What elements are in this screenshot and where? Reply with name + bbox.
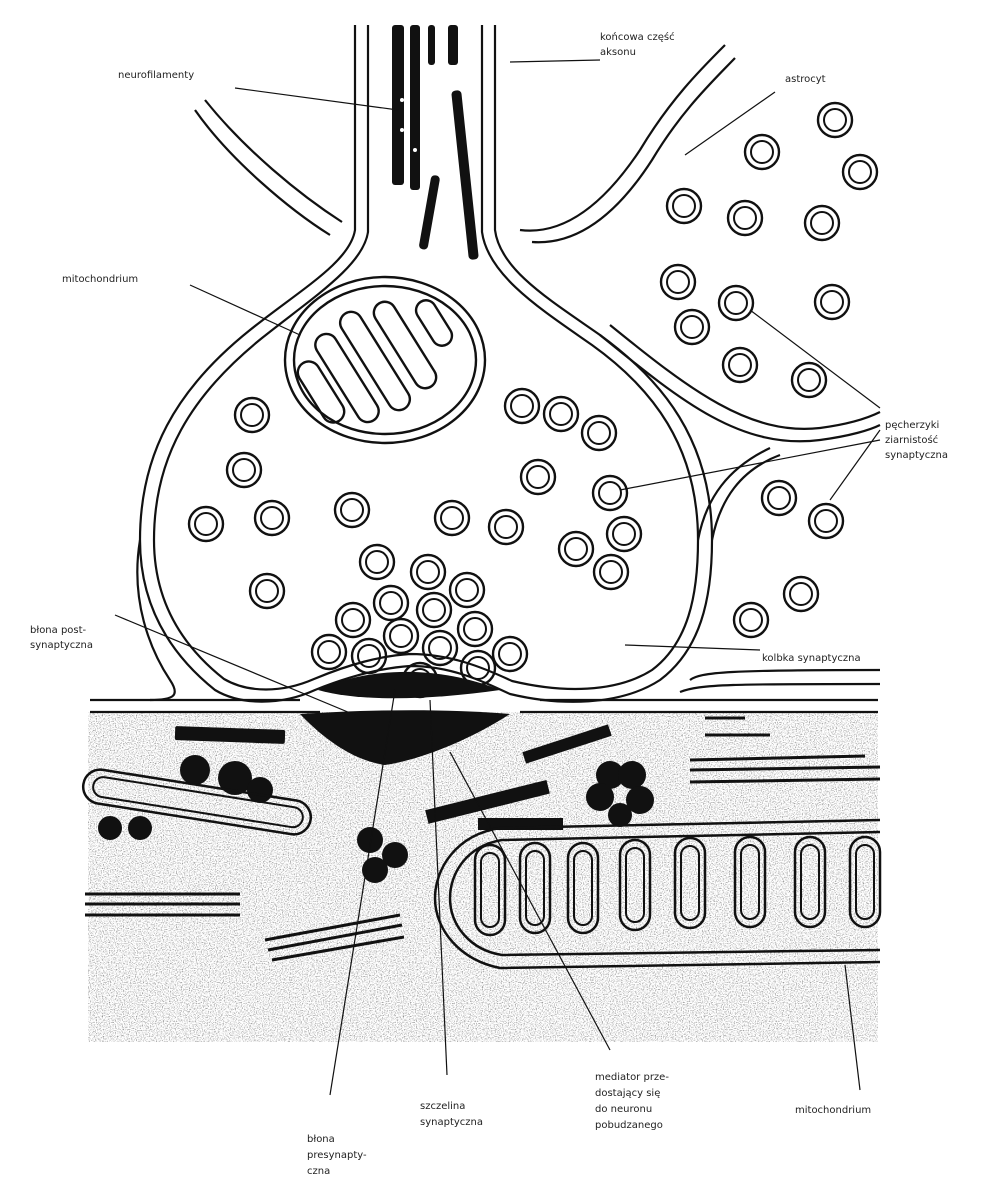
- label-mediator: mediator prze- dostający się do neuronu …: [595, 1072, 672, 1131]
- vesicle-lumen: [849, 161, 871, 183]
- label-astrocyte: astrocyt: [785, 74, 826, 85]
- mitochondrion-terminal: [285, 277, 485, 443]
- vesicle-lumen: [565, 538, 587, 560]
- label-mitochondrion-top: mitochondrium: [62, 274, 138, 285]
- vesicle-lumen: [729, 354, 751, 376]
- label-presynaptic-membrane: błona presynapty- czna: [307, 1134, 370, 1177]
- label-vesicles: pęcherzyki ziarnistość synaptyczna: [885, 420, 948, 461]
- vesicle-lumen: [417, 561, 439, 583]
- neurofilaments: [392, 25, 479, 260]
- vesicle-lumen: [366, 551, 388, 573]
- vesicle-lumen: [390, 625, 412, 647]
- vesicle-lumen: [527, 466, 549, 488]
- vesicle-lumen: [241, 404, 263, 426]
- vesicle-lumen: [358, 645, 380, 667]
- label-axon-end: końcowa część aksonu: [600, 31, 678, 58]
- vesicle-lumen: [824, 109, 846, 131]
- vesicle-lumen: [380, 592, 402, 614]
- vesicle-lumen: [441, 507, 463, 529]
- vesicle-lumen: [811, 212, 833, 234]
- vesicle-lumen: [318, 641, 340, 663]
- label-synaptic-bulb: kolbka synaptyczna: [762, 653, 861, 664]
- vesicle-lumen: [464, 618, 486, 640]
- vesicle-lumen: [195, 513, 217, 535]
- vesicle-lumen: [734, 207, 756, 229]
- vesicle-lumen: [456, 579, 478, 601]
- label-mitochondrion-bottom: mitochondrium: [795, 1105, 871, 1116]
- vesicle-lumen: [256, 580, 278, 602]
- vesicle-lumen: [751, 141, 773, 163]
- astrocyte-vesicles: [661, 103, 877, 637]
- label-postsynaptic-membrane: błona post- synaptyczna: [30, 625, 93, 651]
- synaptic-bulb: [140, 25, 712, 702]
- vesicle-lumen: [681, 316, 703, 338]
- vesicle-lumen: [499, 643, 521, 665]
- vesicle-lumen: [613, 523, 635, 545]
- synaptic-vesicles: [189, 389, 641, 697]
- vesicle-lumen: [673, 195, 695, 217]
- vesicle-lumen: [467, 657, 489, 679]
- vesicle-lumen: [815, 510, 837, 532]
- label-neurofilaments: neurofilamenty: [118, 70, 194, 81]
- vesicle-lumen: [725, 292, 747, 314]
- vesicle-lumen: [821, 291, 843, 313]
- vesicle-lumen: [233, 459, 255, 481]
- vesicle-lumen: [511, 395, 533, 417]
- vesicle-lumen: [600, 561, 622, 583]
- vesicle-lumen: [261, 507, 283, 529]
- vesicle-lumen: [768, 487, 790, 509]
- vesicle-lumen: [423, 599, 445, 621]
- vesicle-lumen: [599, 482, 621, 504]
- vesicle-lumen: [495, 516, 517, 538]
- vesicle-lumen: [740, 609, 762, 631]
- astrocyte-processes: [90, 45, 880, 712]
- vesicle-lumen: [550, 403, 572, 425]
- vesicle-lumen: [667, 271, 689, 293]
- vesicle-lumen: [798, 369, 820, 391]
- label-synaptic-cleft: szczelina synaptyczna: [420, 1101, 483, 1128]
- vesicle-lumen: [342, 609, 364, 631]
- vesicle-lumen: [790, 583, 812, 605]
- vesicle-lumen: [588, 422, 610, 444]
- vesicle-lumen: [341, 499, 363, 521]
